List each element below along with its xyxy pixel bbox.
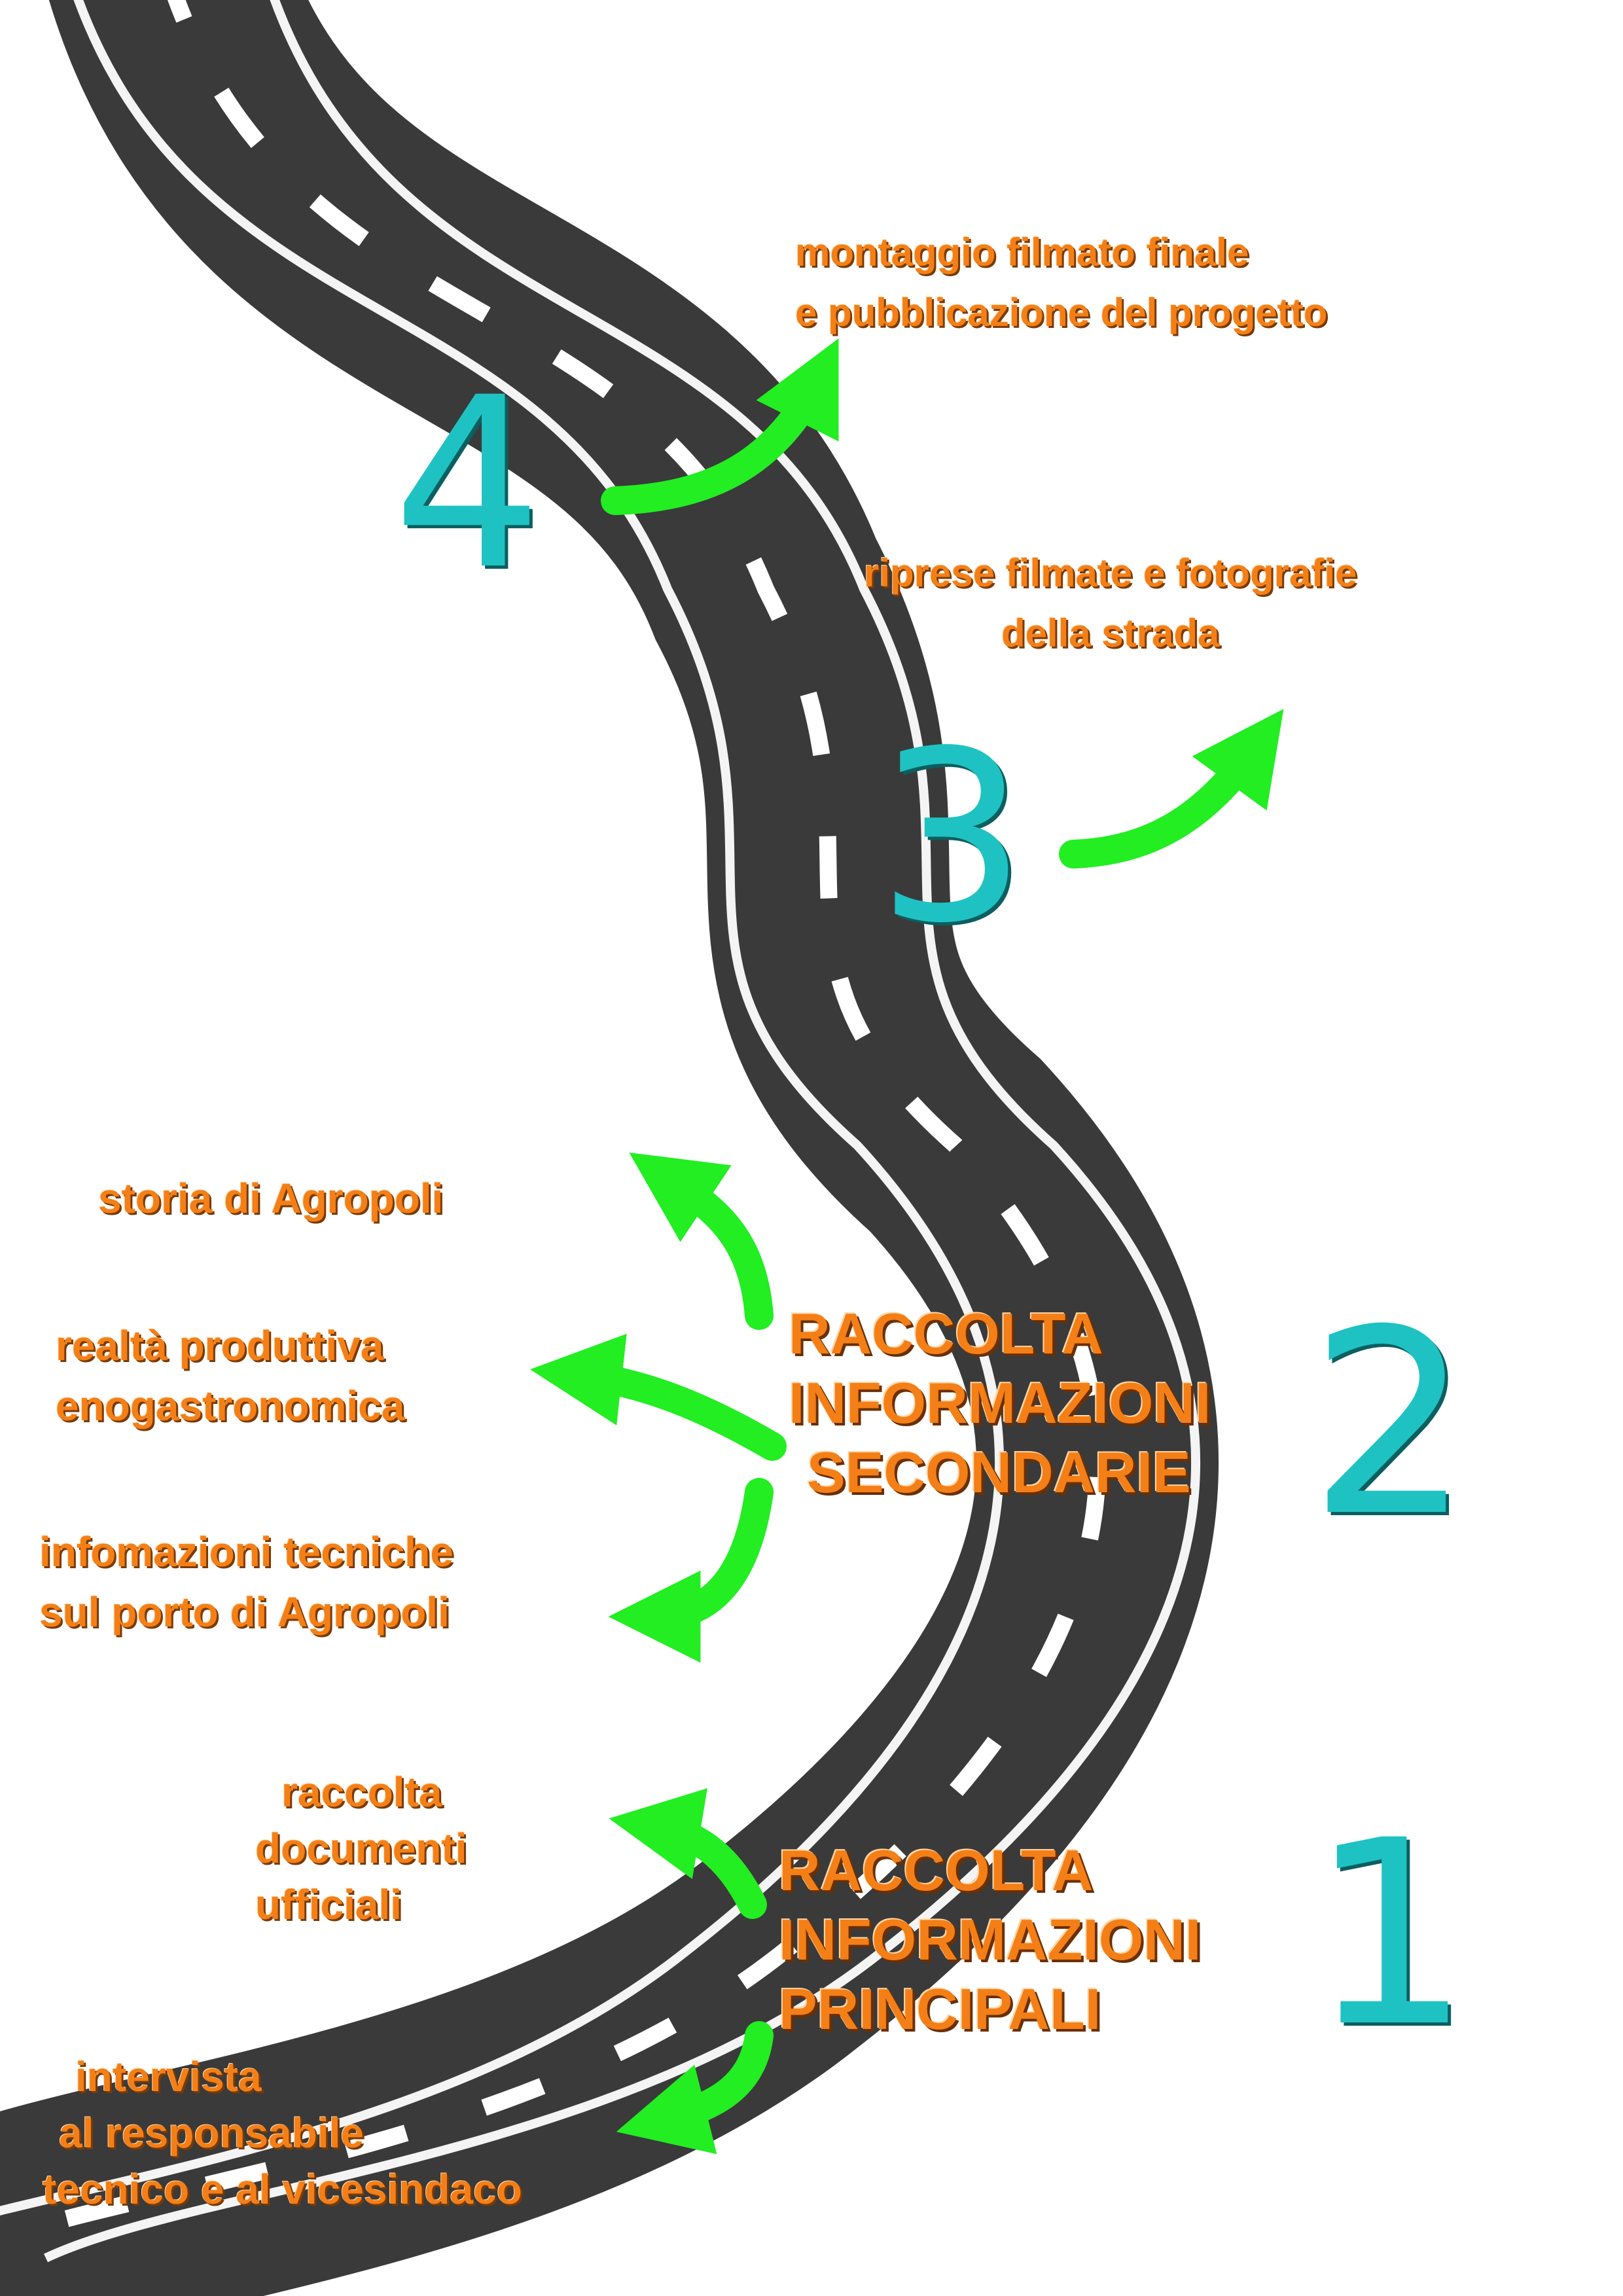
arrow-step2-to-realta [530,1333,787,1461]
label-riprese-filmate: riprese filmate e fotografie della strad… [864,543,1357,664]
step-number-1: 1 [1309,1785,1472,2083]
label-line: intervista [75,2053,262,2100]
stage-title-principali: RACCOLTA INFORMAZIONI PRINCIPALI [779,1836,1201,2044]
label-realta-produttiva: realtà produttiva enogastronomica [56,1316,404,1436]
road-center-dashes [0,0,1097,2258]
label-line: documenti [255,1825,467,1872]
stage-title-line: RACCOLTA [789,1301,1103,1366]
label-storia-agropoli: storia di Agropoli [98,1168,443,1229]
label-line: montaggio filmato finale [795,230,1249,274]
arrow-step3-to-riprese [1059,709,1284,869]
label-line: e pubblicazione del progetto [795,291,1328,334]
label-infomazioni-tecniche: infomazioni tecniche sul porto di Agropo… [39,1522,454,1642]
arrow-step1-to-raccolta-documenti [609,1788,767,1919]
step-number-3: 3 [877,700,1027,975]
stage-title-line: INFORMAZIONI [779,1907,1202,1972]
label-line: infomazioni tecniche [39,1528,454,1575]
label-line: realtà produttiva [56,1322,384,1369]
arrow-step2-to-infomazioni [608,1478,774,1663]
label-line: tecnico e al vicesindaco [43,2166,522,2213]
road-edge-right [43,0,1201,2263]
label-line: riprese filmate e fotografie [864,551,1357,595]
label-line: ufficiali [255,1881,402,1928]
arrow-step1-to-intervista [616,2021,774,2155]
label-line: al responsabile [59,2109,364,2157]
label-line: della strada [1001,611,1220,655]
label-montaggio-filmato: montaggio filmato finale e pubblicazione… [795,223,1327,343]
stage-title-line: PRINCIPALI [779,1977,1101,2041]
label-line: raccolta [281,1768,442,1816]
stage-title-line: INFORMAZIONI [789,1371,1211,1435]
stage-title-line: SECONDARIE [807,1440,1191,1505]
stage-title-line: RACCOLTA [779,1838,1094,1903]
label-intervista: intervista al responsabile tecnico e al … [43,2049,522,2217]
arrow-step2-to-storia [629,1152,774,1330]
label-raccolta-documenti: raccolta documenti ufficiali [255,1764,467,1933]
stage-title-secondarie: RACCOLTA INFORMAZIONI SECONDARIE [789,1299,1211,1507]
step-number-2: 2 [1309,1275,1472,1572]
step-number-4: 4 [393,347,543,621]
road-edge-left [0,0,1005,2216]
arrow-step4-to-montaggio [601,338,839,515]
label-line: storia di Agropoli [98,1175,444,1222]
label-line: sul porto di Agropoli [39,1588,450,1636]
label-line: enogastronomica [56,1382,405,1429]
